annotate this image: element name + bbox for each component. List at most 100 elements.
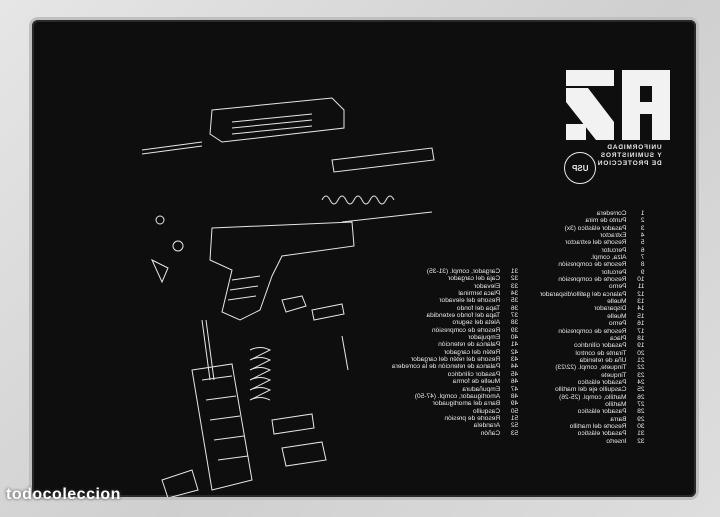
legend-label: Resorte del martillo xyxy=(569,422,627,430)
legend-label: Empuñadura xyxy=(462,385,501,393)
legend-row: 52 Arandela xyxy=(392,422,518,429)
legend-number: 50 xyxy=(510,407,519,415)
legend-label: Retén del cargador xyxy=(444,348,501,356)
legend-number: 51 xyxy=(510,414,519,422)
legend-number: 52 xyxy=(510,422,519,430)
legend-number: 42 xyxy=(510,348,519,356)
legend-number: 48 xyxy=(510,392,519,400)
legend-number: 53 xyxy=(510,429,519,437)
legend-label: Resorte del elevador xyxy=(439,297,501,305)
legend-number: 36 xyxy=(510,304,519,312)
brand-slogan: UNIFORMIDAD Y SUMINISTROS DE PROTECCION xyxy=(597,144,662,168)
legend-label: Muelle xyxy=(607,298,627,306)
legend-label: Palanca del gatillo/disparador xyxy=(540,290,627,298)
legend-number: 46 xyxy=(510,378,519,386)
legend-row: 15 Muelle xyxy=(540,312,645,320)
legend-label: Empujador xyxy=(468,334,501,342)
legend-label: Muelle de forma xyxy=(452,378,501,386)
legend-number: 23 xyxy=(637,371,645,379)
legend-number: 22 xyxy=(637,364,645,372)
legend-number: 6 xyxy=(640,246,645,254)
legend-number: 24 xyxy=(637,378,645,386)
hk-logo xyxy=(566,70,670,140)
barrel-part xyxy=(331,147,435,173)
legend-label: Amortiguador, compl. (47-50) xyxy=(414,392,501,400)
legend-label: Tirante de control xyxy=(575,349,627,357)
legend-label: Placa xyxy=(610,334,627,342)
legend-number: 4 xyxy=(640,232,645,240)
legend-label: Percutor xyxy=(601,246,627,254)
legend-row: 6 Percutor xyxy=(540,247,645,254)
legend-number: 27 xyxy=(637,400,645,408)
legend-label: Pasador elástico xyxy=(577,430,627,438)
legend-number: 32 xyxy=(637,437,645,445)
legend-label: Percutor xyxy=(601,268,627,276)
legend-number: 1 xyxy=(640,210,645,217)
slogan-line: UNIFORMIDAD xyxy=(606,144,662,151)
legend-label: Pasador elástico (3x) xyxy=(564,224,627,232)
legend-label: Cañón xyxy=(480,429,501,437)
legend-number: 25 xyxy=(637,386,645,394)
legend-number: 20 xyxy=(637,349,645,357)
legend-number: 9 xyxy=(640,268,645,276)
legend-number: 26 xyxy=(637,393,645,401)
legend-label: Barra del amortiguador xyxy=(432,400,501,408)
legend-number: 41 xyxy=(510,341,519,349)
legend-label: Alza, compl. xyxy=(590,254,627,262)
legend-label: Resorte de presión xyxy=(444,414,501,422)
legend-number: 45 xyxy=(510,370,519,378)
legend-label: Uña de retenida xyxy=(579,356,627,364)
legend-row: 46 Muelle de forma xyxy=(392,378,518,385)
legend-row: 20 Tirante de control xyxy=(540,349,645,357)
legend-number: 38 xyxy=(510,319,519,327)
legend-number: 12 xyxy=(637,290,645,298)
legend-number: 11 xyxy=(637,283,645,291)
legend-label: Resorte de compresión xyxy=(558,261,627,269)
legend-number: 40 xyxy=(510,334,519,342)
legend-label: Resorte de compresión xyxy=(558,276,627,284)
legend-number: 44 xyxy=(510,363,519,371)
legend-label: Arandela xyxy=(473,422,501,430)
legend-number: 15 xyxy=(637,312,645,320)
legend-label: Extractor xyxy=(600,232,627,240)
legend-number: 34 xyxy=(510,290,519,298)
frame-part xyxy=(209,221,355,321)
legend-number: 2 xyxy=(640,217,645,225)
legend-number: 14 xyxy=(637,305,645,313)
legend-label: Resorte de compresión xyxy=(431,326,501,334)
legend-number: 31 xyxy=(510,268,519,275)
legend-number: 37 xyxy=(510,312,519,320)
legend-row: 9 Percutor xyxy=(540,269,645,276)
legend-label: Barra xyxy=(610,415,627,423)
cleaning-mat: USP UNIFORMIDAD Y SUMINISTROS DE PROTECC… xyxy=(32,20,696,497)
legend-label: Casquillo xyxy=(473,407,501,415)
legend-label: Resorte del extractor xyxy=(565,239,627,247)
legend-row: 42 Retén del cargador xyxy=(392,349,518,356)
legend-label: Perno xyxy=(608,320,627,328)
legend-number: 7 xyxy=(640,254,645,262)
legend-label: Muelle xyxy=(607,312,627,320)
legend-label: Perno xyxy=(608,283,627,291)
legend-row: 50 Casquillo xyxy=(392,408,518,415)
legend-row: 53 Cañón xyxy=(392,430,518,437)
legend-number: 3 xyxy=(640,224,645,232)
legend-number: 47 xyxy=(510,385,519,393)
magazine-part xyxy=(191,363,253,491)
